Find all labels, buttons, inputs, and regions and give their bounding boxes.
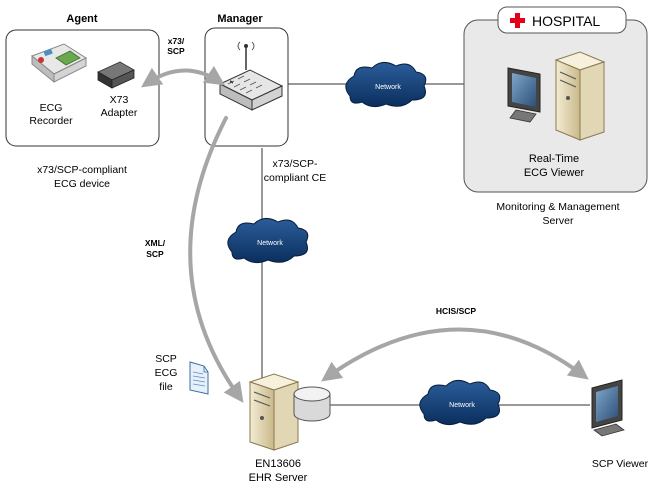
document-icon (189, 361, 209, 395)
viewer-label-line2: ECG Viewer (524, 167, 585, 179)
hospital-caption-line2: Server (543, 215, 574, 227)
x73-label-line1: x73/ (168, 36, 185, 46)
x73-arrow (141, 65, 225, 88)
xml-label-line1: XML/ (145, 238, 166, 248)
network-cloud-bottom: Network (419, 380, 501, 426)
router-icon (218, 41, 284, 111)
agent-caption-line1: x73/SCP-compliant (37, 164, 127, 176)
scp-file-line1: SCP (155, 353, 177, 365)
ecg-label-line2: Recorder (29, 115, 73, 127)
network-label-middle: Network (257, 240, 283, 247)
hospital-title: HOSPITAL (532, 13, 600, 29)
agent-heading: Agent (66, 13, 98, 25)
agent-group: Agent ECG Recorder X73 Adapter x73/SCP-c… (5, 13, 160, 190)
x73-label-line2: SCP (167, 46, 185, 56)
hospital-group: HOSPITAL Real-Time ECG Viewer Monitoring… (463, 6, 648, 227)
network-label-bottom: Network (449, 402, 475, 409)
viewer-label-line1: Real-Time (529, 153, 579, 165)
scp-viewer-group: SCP Viewer (591, 379, 649, 470)
scp-viewer-label: SCP Viewer (592, 458, 649, 470)
network-label-top: Network (375, 84, 401, 91)
ehr-server-group: EN13606 EHR Server (248, 373, 331, 484)
manager-group: Manager x73/SCP- compliant CE (204, 13, 326, 184)
ecg-label-line1: ECG (40, 102, 63, 114)
agent-caption-line2: ECG device (54, 178, 110, 190)
adapter-label-line1: X73 (110, 94, 129, 106)
hcis-arrow (321, 327, 589, 382)
manager-caption-line2: compliant CE (264, 172, 326, 184)
workstation-icon (507, 51, 606, 141)
server-icon (248, 373, 300, 451)
database-icon (293, 386, 331, 422)
ehr-label-line2: EHR Server (249, 472, 308, 484)
agent-box (5, 29, 160, 147)
xml-label-line2: SCP (146, 249, 164, 259)
hospital-title-box (497, 6, 627, 34)
scp-file-line2: ECG (155, 367, 178, 379)
adapter-icon (97, 61, 135, 89)
network-cloud-middle: Network (227, 218, 309, 264)
hospital-caption-line1: Monitoring & Management (496, 201, 619, 213)
protocol-arrows (141, 65, 589, 403)
scp-file-group: SCP ECG file (155, 353, 209, 395)
red-cross-icon (510, 13, 525, 28)
manager-caption-line1: x73/SCP- (273, 158, 318, 170)
scp-file-line3: file (159, 381, 173, 393)
network-cloud-top: Network (345, 62, 427, 108)
manager-heading: Manager (217, 13, 263, 25)
monitor-icon (591, 379, 625, 437)
ehr-label-line1: EN13606 (255, 458, 301, 470)
hcis-label: HCIS/SCP (436, 306, 476, 316)
adapter-label-line2: Adapter (101, 107, 138, 119)
xml-arrow (188, 116, 244, 403)
ecg-recorder-icon (31, 43, 88, 84)
